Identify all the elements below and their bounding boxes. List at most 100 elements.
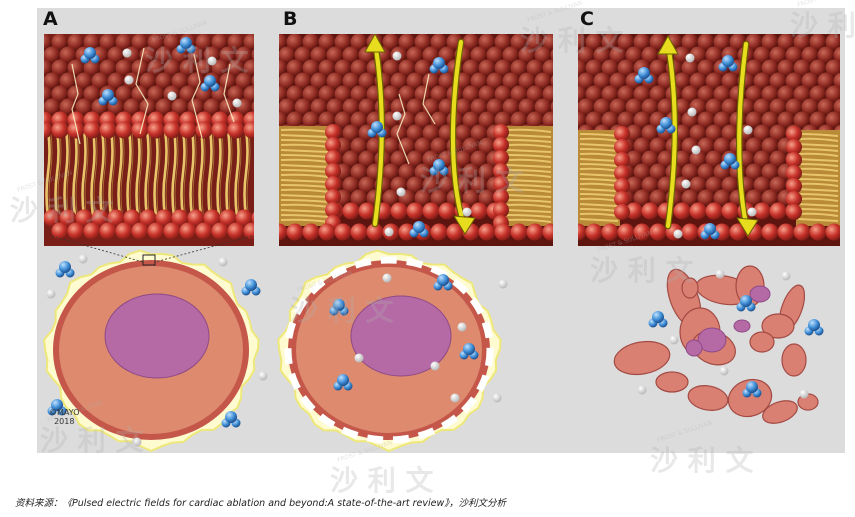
lipid-head (633, 85, 651, 103)
lipid-head (825, 85, 840, 103)
lipid-head (83, 85, 101, 103)
lipid-head (51, 59, 69, 77)
lipid-head (44, 121, 53, 139)
lipid-head (681, 59, 699, 77)
panel-b: B (277, 8, 553, 453)
lipid-tail (201, 129, 206, 217)
lipid-tail (506, 164, 552, 168)
lipid-tail (797, 167, 839, 172)
lipid-head (753, 202, 771, 220)
lipid-head (318, 59, 336, 77)
lipid-tail (234, 128, 240, 218)
membrane-a-svg (44, 34, 254, 246)
lipid-head (593, 46, 611, 64)
lipid-head (793, 34, 811, 51)
lipid-head (478, 189, 496, 207)
lipid-head (195, 34, 213, 51)
nucleus-fragment (685, 339, 703, 357)
atom (180, 37, 192, 49)
lipid-head (279, 59, 288, 77)
water-molecule-icon (200, 75, 220, 92)
lipid-head (325, 124, 341, 140)
ion-icon (384, 227, 394, 237)
atom (337, 374, 349, 386)
lipid-head (609, 72, 627, 90)
lipid-head (641, 202, 659, 220)
lipid-head (833, 46, 840, 64)
lipid-head (334, 34, 352, 51)
lipid-head (526, 34, 544, 51)
cell-a (37, 248, 297, 453)
lipid-tail (90, 128, 96, 218)
lipid-tail (506, 128, 552, 133)
water-molecule-icon (648, 311, 668, 328)
cell-fragment (727, 378, 773, 418)
lipid-head (649, 223, 667, 241)
lipid-head (526, 85, 544, 103)
lipid-head (649, 59, 667, 77)
atom (652, 311, 664, 323)
lipid-tail (192, 129, 197, 217)
lipid-head (786, 178, 802, 194)
lipid-head (406, 124, 424, 142)
lipid-head (44, 59, 53, 77)
lipid-tail (579, 218, 619, 222)
water-molecule-icon (241, 279, 261, 296)
lipid-tail (797, 218, 839, 222)
lipid-head (817, 46, 835, 64)
lipid-head (542, 85, 553, 103)
lipid-tail (246, 129, 251, 217)
lipid-tail (84, 129, 89, 217)
arrow-head (364, 34, 386, 53)
lipid-head (510, 85, 528, 103)
lipid-tail (280, 218, 330, 223)
lipid-head (211, 59, 229, 77)
ion-icon (132, 437, 142, 447)
lipid-tail (579, 203, 619, 207)
lipid-tail (165, 129, 170, 217)
lipid-head (601, 59, 619, 77)
lipid-head (705, 124, 723, 142)
lipid-head (59, 72, 77, 90)
lipid-tail (579, 188, 619, 192)
lipid-head (550, 48, 553, 62)
copyright-line2: 2018 (54, 417, 75, 426)
lipid-head (494, 85, 512, 103)
lipid-head (342, 98, 360, 116)
lipid-head (83, 222, 101, 240)
lipid-head (578, 59, 587, 77)
panel-a: A ©MAYO 2018 (37, 8, 297, 453)
lightning (191, 53, 203, 139)
lipid-head (526, 111, 544, 129)
atom (463, 343, 475, 355)
water-molecule-icon (176, 37, 196, 54)
ion-icon (492, 393, 502, 403)
lipid-tail (153, 128, 159, 218)
lipid-head (786, 152, 802, 168)
lipid-head (486, 98, 504, 116)
water-molecule-icon (429, 159, 449, 176)
lipid-head (334, 223, 352, 241)
lipid-head (705, 46, 723, 64)
lipid-head (601, 111, 619, 129)
lipid-tail (506, 149, 552, 153)
lipid-head (302, 111, 320, 129)
lipid-head (470, 98, 488, 116)
lipid-head (578, 34, 587, 51)
lipid-head (279, 85, 288, 103)
lipid-head (462, 163, 480, 181)
lipid-head (681, 163, 699, 181)
lipid-head (107, 72, 125, 90)
lipid-tail (162, 128, 168, 218)
lipid-head (325, 202, 341, 218)
lipid-head (689, 72, 707, 90)
cell-fragment (781, 343, 807, 377)
lipid-tail (102, 129, 107, 217)
lipid-head (657, 98, 675, 116)
cell-fragment (749, 331, 775, 353)
lipid-head (342, 124, 360, 142)
lipid-head (243, 85, 254, 103)
lipid-head (390, 98, 408, 116)
lipid-tail (579, 163, 619, 167)
ion-icon (673, 229, 683, 239)
